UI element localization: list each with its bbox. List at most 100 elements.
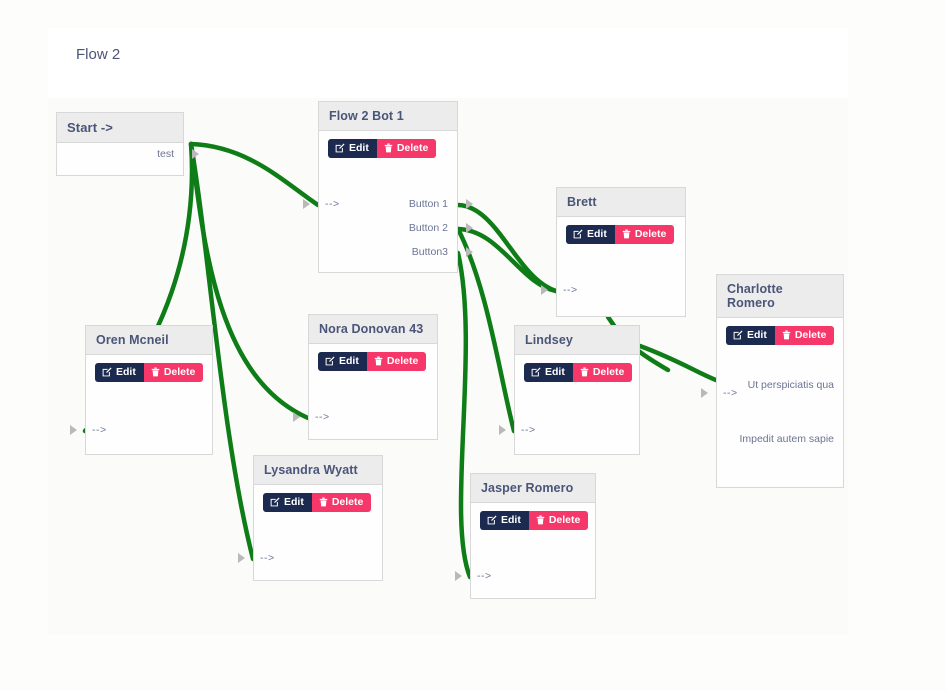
edit-button[interactable]: Edit	[480, 511, 529, 530]
node-body-nora: Edit Delete -->	[293, 344, 437, 437]
edit-button[interactable]: Edit	[726, 326, 775, 345]
edit-icon	[102, 367, 112, 377]
edit-button-label: Edit	[501, 514, 521, 526]
output-handle[interactable]	[466, 223, 473, 233]
edge-flow2bot1.button2-to-lindsey.in	[455, 226, 517, 434]
edit-icon	[573, 229, 583, 239]
delete-button-label: Delete	[634, 228, 667, 240]
edit-button-label: Edit	[545, 366, 565, 378]
delete-button[interactable]: Delete	[528, 511, 589, 530]
delete-button[interactable]: Delete	[774, 326, 835, 345]
node-title-start: Start ->	[57, 113, 183, 143]
node-title-flow2bot1: Flow 2 Bot 1	[319, 102, 457, 131]
input-port-label: -->	[563, 284, 578, 296]
edit-button[interactable]: Edit	[318, 352, 367, 371]
node-actions-oren: Edit Delete	[95, 363, 204, 382]
edit-button-label: Edit	[339, 355, 359, 367]
input-handle[interactable]	[293, 412, 300, 422]
node-body-start: test	[57, 143, 199, 174]
input-handle[interactable]	[701, 388, 708, 398]
edit-button[interactable]: Edit	[95, 363, 144, 382]
trash-icon	[374, 356, 383, 366]
trash-icon	[622, 229, 631, 239]
node-title-jasper: Jasper Romero	[471, 474, 595, 503]
trash-icon	[151, 367, 160, 377]
delete-button[interactable]: Delete	[143, 363, 204, 382]
edge-flow2bot1.button3-to-jasper.in	[455, 250, 473, 580]
edit-button[interactable]: Edit	[263, 493, 312, 512]
input-handle[interactable]	[70, 425, 77, 435]
delete-button-label: Delete	[331, 496, 364, 508]
input-handle[interactable]	[455, 571, 462, 581]
output-port-label: Button 1	[408, 198, 448, 210]
delete-button-label: Delete	[548, 514, 581, 526]
node-actions-nora: Edit Delete	[318, 352, 427, 371]
trash-icon	[580, 367, 589, 377]
node-title-brett: Brett	[557, 188, 685, 217]
node-title-lindsey: Lindsey	[515, 326, 639, 355]
delete-button[interactable]: Delete	[614, 225, 675, 244]
input-handle[interactable]	[499, 425, 506, 435]
input-handle[interactable]	[541, 285, 548, 295]
output-port-label: Button3	[411, 246, 448, 258]
trash-icon	[319, 497, 328, 507]
delete-button-label: Delete	[163, 366, 196, 378]
edit-button[interactable]: Edit	[328, 139, 377, 158]
output-handle[interactable]	[466, 199, 473, 209]
edit-icon	[270, 497, 280, 507]
output-handle[interactable]	[192, 149, 199, 159]
node-start[interactable]: Start -> test	[56, 112, 199, 176]
input-handle[interactable]	[238, 553, 245, 563]
trash-icon	[536, 515, 545, 525]
edge-lindsey.out-to-charlotte.in	[637, 343, 719, 383]
edit-button-label: Edit	[587, 228, 607, 240]
edge-start.test-to-flow2bot1.in	[188, 141, 321, 208]
node-actions-lindsey: Edit Delete	[524, 363, 633, 382]
input-port-label: -->	[315, 411, 330, 423]
input-port-label: -->	[723, 387, 738, 399]
delete-button[interactable]: Delete	[376, 139, 437, 158]
edit-button[interactable]: Edit	[524, 363, 573, 382]
input-port-label: -->	[325, 198, 340, 210]
edit-icon	[487, 515, 497, 525]
delete-button-label: Delete	[396, 142, 429, 154]
output-handle[interactable]	[466, 247, 473, 257]
node-title-nora: Nora Donovan 43	[309, 315, 437, 344]
output-port-label: test	[157, 148, 174, 160]
node-title-oren: Oren Mcneil	[86, 326, 212, 355]
node-nora[interactable]: Nora Donovan 43 Edit Delete -->	[293, 314, 438, 440]
input-port-label: -->	[260, 552, 275, 564]
trash-icon	[384, 143, 393, 153]
edit-icon	[325, 356, 335, 366]
delete-button-label: Delete	[592, 366, 625, 378]
input-handle[interactable]	[303, 199, 310, 209]
input-port-label: -->	[477, 570, 492, 582]
delete-button[interactable]: Delete	[366, 352, 427, 371]
page-title: Flow 2	[76, 46, 121, 63]
node-title-charlotte: Charlotte Romero	[717, 275, 843, 318]
edit-icon	[733, 330, 743, 340]
delete-button[interactable]: Delete	[572, 363, 633, 382]
node-actions-brett: Edit Delete	[566, 225, 675, 244]
edit-icon	[531, 367, 541, 377]
node-actions-charlotte: Edit Delete	[726, 326, 835, 345]
node-actions-jasper: Edit Delete	[480, 511, 589, 530]
edit-button-label: Edit	[747, 329, 767, 341]
output-port-label: Ut perspiciatis qua	[747, 379, 834, 391]
edit-button[interactable]: Edit	[566, 225, 615, 244]
node-body-brett: Edit Delete -->	[541, 217, 685, 314]
delete-button[interactable]: Delete	[311, 493, 372, 512]
